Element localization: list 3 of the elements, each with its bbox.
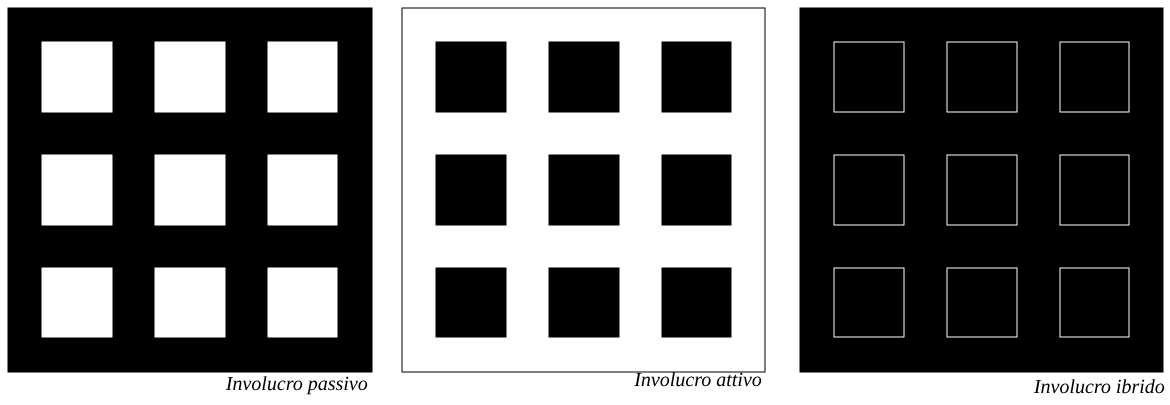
node-label: Involucro attivo xyxy=(634,372,762,387)
node-label: Involucro ibrido xyxy=(1033,379,1165,394)
node-label: Involucro passivo xyxy=(225,376,368,395)
